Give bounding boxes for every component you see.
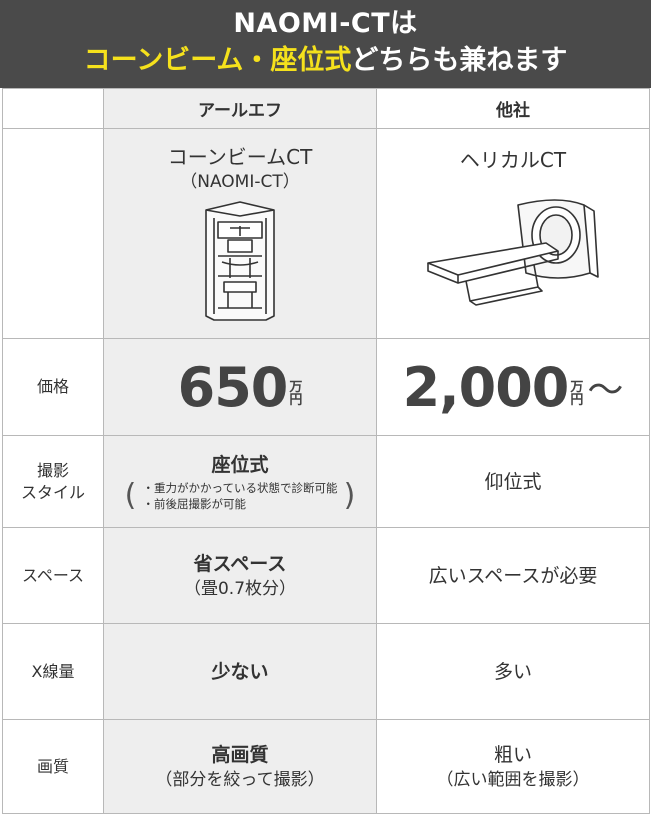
xray-ours-cell: 少ない [103, 623, 377, 720]
product-ours-name: コーンビームCT [167, 144, 313, 169]
space-ours-sub: （畳0.7枚分） [183, 578, 297, 599]
column-header-others: 他社 [376, 88, 650, 129]
quality-others-main: 粗い [493, 743, 532, 766]
style-note-item: ・重力がかかっている状態で診断可能 [142, 480, 338, 495]
style-ours-cell: 座位式 ( ・重力がかかっている状態で診断可能 ・前後屈撮影が可能 ) [103, 435, 377, 528]
price-others-unit: 万 円 [570, 381, 583, 407]
style-label-line2: スタイル [20, 482, 85, 502]
column-header-ours: アールエフ [103, 88, 377, 129]
helical-ct-machine-icon [427, 198, 599, 306]
header-subtitle: コーンビーム・座位式どちらも兼ねます [0, 42, 651, 80]
price-others-value: 2,000 [402, 355, 570, 419]
xray-others-cell: 多い [376, 623, 650, 720]
header-accent-text: コーンビーム・座位式 [83, 45, 352, 76]
product-others-cell: ヘリカルCT [376, 128, 650, 339]
column-header-ours-label: アールエフ [198, 101, 282, 121]
price-unit-bottom: 円 [289, 393, 303, 408]
table-header-row: アールエフ 他社 [2, 88, 650, 129]
style-others-cell: 仰位式 [376, 435, 650, 528]
space-ours-cell: 省スペース （畳0.7枚分） [103, 527, 377, 624]
product-others-name: ヘリカルCT [459, 147, 567, 172]
header-banner: NAOMI-CTは コーンビーム・座位式どちらも兼ねます [0, 0, 651, 88]
column-header-others-label: 他社 [496, 101, 530, 121]
style-label-line1: 撮影 [36, 460, 69, 480]
quality-ours-sub: （部分を絞って撮影） [155, 769, 325, 790]
price-others-suffix: 〜 [587, 370, 624, 411]
price-ours: 650 万 円 [178, 356, 303, 419]
product-ours-cell: コーンビームCT （NAOMI-CT） [103, 128, 377, 339]
cone-beam-ct-machine-icon [205, 200, 275, 321]
price-label: 価格 [36, 377, 69, 396]
space-row: スペース 省スペース （畳0.7枚分） 広いスペースが必要 [2, 527, 650, 624]
quality-ours-cell: 高画質 （部分を絞って撮影） [103, 719, 377, 814]
style-ours-main: 座位式 [211, 453, 269, 476]
quality-ours-main: 高画質 [211, 743, 269, 766]
price-unit-bottom: 円 [570, 393, 584, 408]
space-ours-main: 省スペース [193, 552, 287, 575]
price-ours-value: 650 [177, 355, 289, 419]
corner-cell [2, 88, 104, 129]
quality-row: 画質 高画質 （部分を絞って撮影） 粗い （広い範囲を撮影） [2, 719, 650, 814]
style-others-main: 仰位式 [484, 470, 542, 493]
quality-label-cell: 画質 [2, 719, 104, 814]
price-unit-top: 万 [289, 380, 303, 395]
space-label: スペース [21, 565, 85, 585]
price-others-cell: 2,000 万 円 〜 [376, 338, 650, 436]
xray-others-main: 多い [493, 660, 532, 683]
xray-label: X線量 [31, 661, 75, 681]
price-row: 価格 650 万 円 2,000 万 円 〜 [2, 338, 650, 436]
product-ours-sub: （NAOMI-CT） [180, 171, 300, 192]
product-row: コーンビームCT （NAOMI-CT） [2, 128, 650, 339]
header-rest-text: どちらも兼ねます [351, 45, 568, 76]
space-others-main: 広いスペースが必要 [428, 564, 598, 587]
product-label-cell [2, 128, 104, 339]
quality-label: 画質 [36, 756, 69, 776]
left-paren: ( [124, 477, 137, 513]
xray-ours-main: 少ない [211, 660, 269, 683]
quality-others-sub: （広い範囲を撮影） [436, 769, 590, 790]
style-notes-list: ・重力がかかっている状態で診断可能 ・前後屈撮影が可能 [137, 480, 344, 512]
price-unit-top: 万 [570, 380, 584, 395]
xray-label-cell: X線量 [2, 623, 104, 720]
price-label-cell: 価格 [2, 338, 104, 436]
price-ours-unit: 万 円 [289, 381, 302, 407]
style-row: 撮影 スタイル 座位式 ( ・重力がかかっている状態で診断可能 ・前後屈撮影が可… [2, 435, 650, 528]
quality-others-cell: 粗い （広い範囲を撮影） [376, 719, 650, 814]
style-note-item: ・前後屈撮影が可能 [142, 496, 247, 511]
space-label-cell: スペース [2, 527, 104, 624]
comparison-table: アールエフ 他社 コーンビームCT （NAOMI-CT） [2, 88, 650, 814]
price-others: 2,000 万 円 〜 [403, 356, 624, 419]
space-others-cell: 広いスペースが必要 [376, 527, 650, 624]
style-ours-notes: ( ・重力がかかっている状態で診断可能 ・前後屈撮影が可能 ) [104, 480, 376, 512]
right-paren: ) [343, 477, 356, 513]
price-ours-cell: 650 万 円 [103, 338, 377, 436]
xray-row: X線量 少ない 多い [2, 623, 650, 720]
header-title: NAOMI-CTは [233, 8, 418, 39]
style-label-cell: 撮影 スタイル [2, 435, 104, 528]
